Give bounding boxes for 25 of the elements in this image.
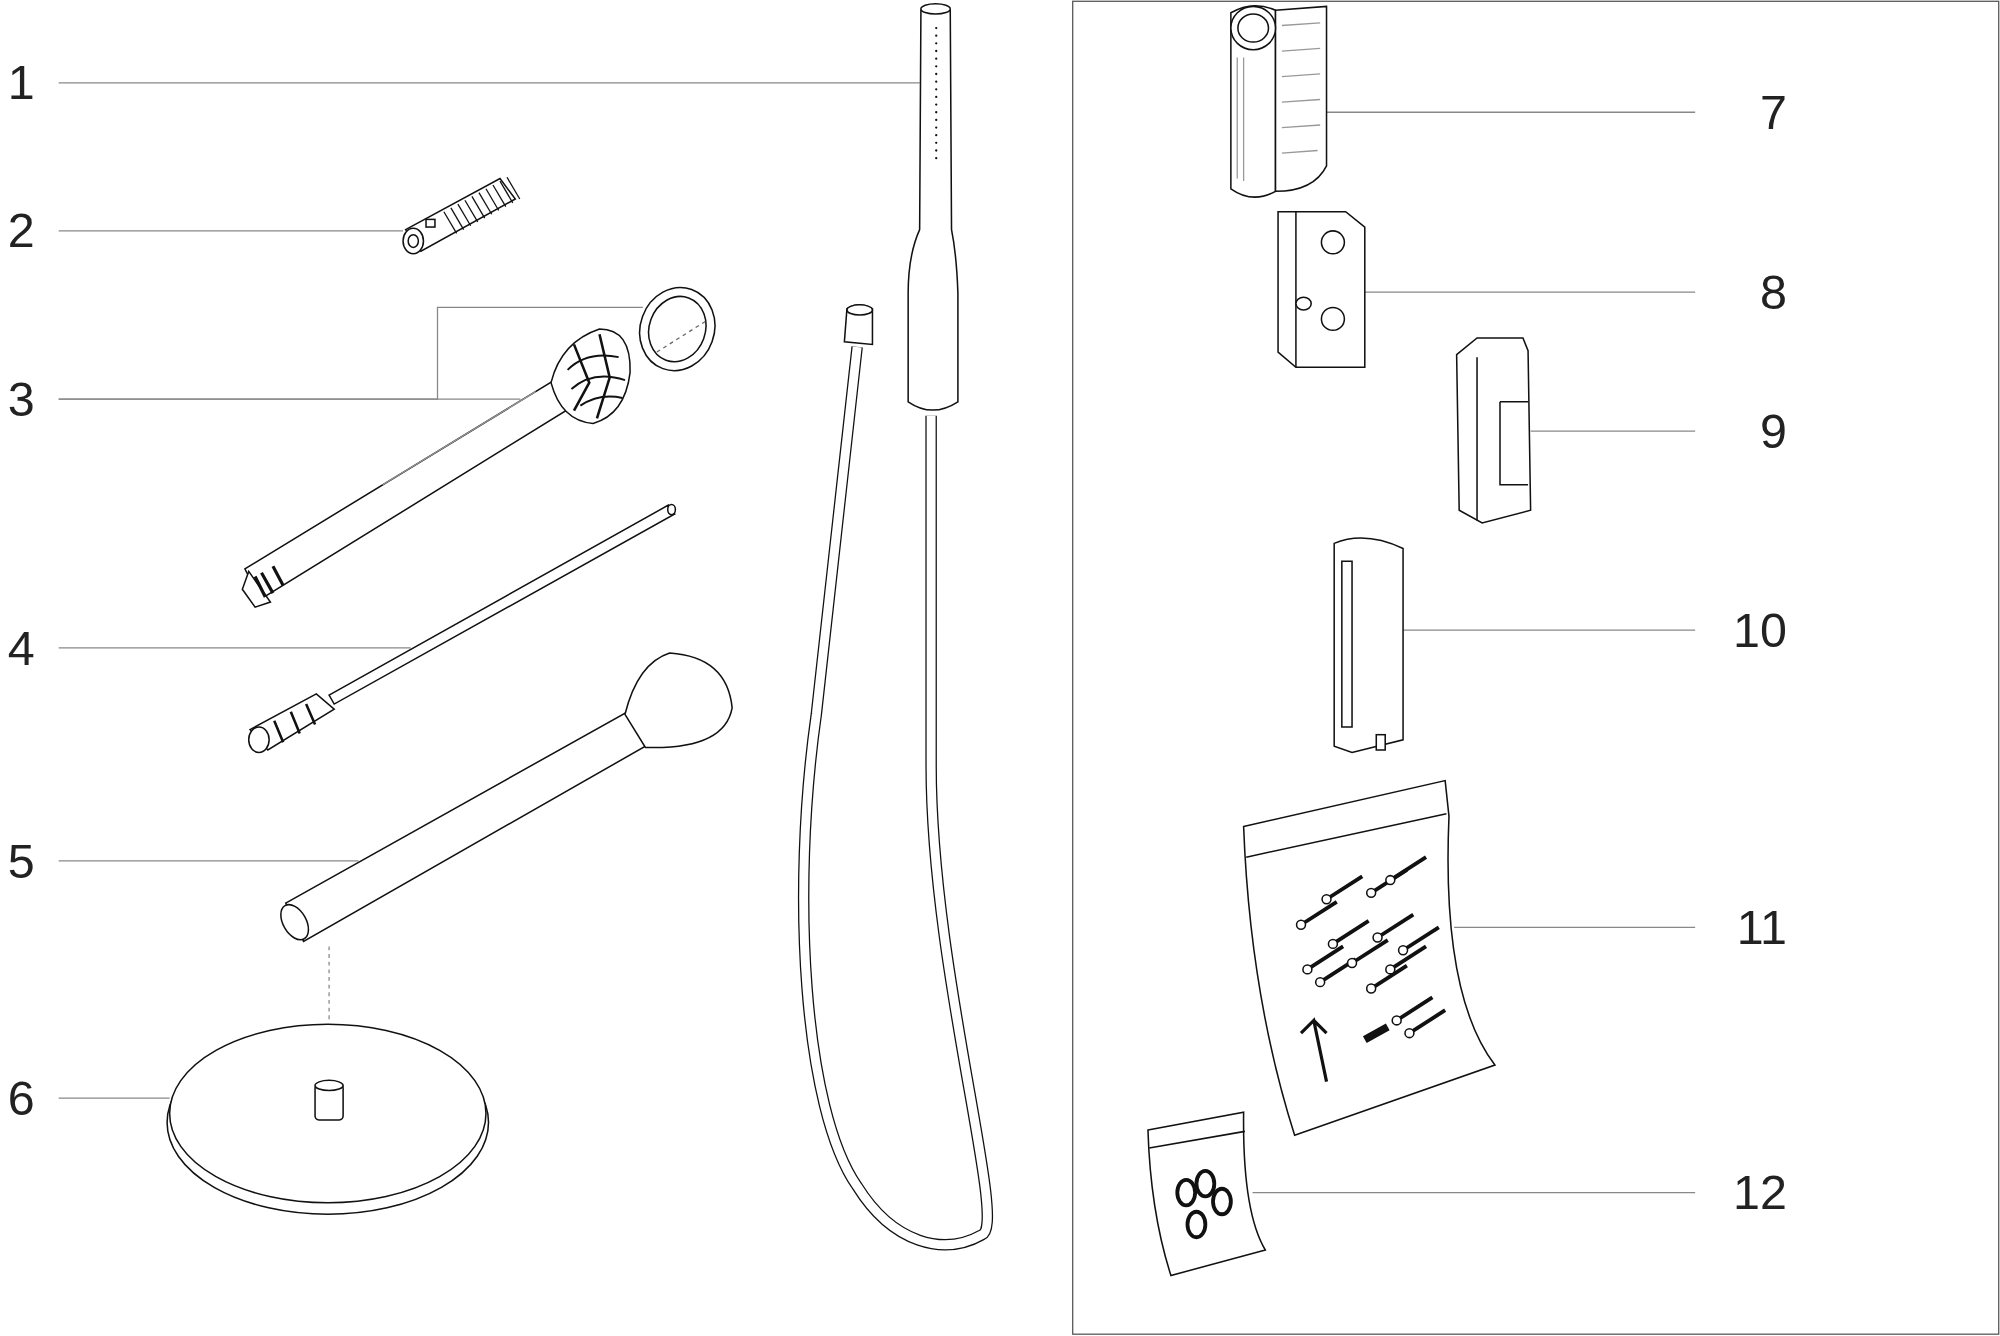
callout-number: 6 <box>0 1070 59 1127</box>
leader-line <box>58 860 360 862</box>
assembly-line <box>328 945 330 1022</box>
callout-number: 1 <box>0 54 59 111</box>
leader-line <box>58 1097 171 1099</box>
clip-drawing <box>1454 334 1534 526</box>
leader-line <box>58 306 644 400</box>
callout-number: 7 <box>1695 74 1787 151</box>
leader-line <box>1529 430 1696 432</box>
leader-line <box>1453 926 1696 928</box>
leader-line <box>58 647 412 649</box>
callout-number: 2 <box>0 202 59 259</box>
callout-number: 10 <box>1695 591 1787 669</box>
leader-line <box>58 82 921 84</box>
callout-number: 8 <box>1695 253 1787 331</box>
callout-number: 9 <box>1695 392 1787 470</box>
callout-number: 11 <box>1695 889 1787 966</box>
callout-number: 5 <box>0 832 59 890</box>
screw-bag-drawing <box>1243 780 1499 1138</box>
callout-number: 4 <box>0 619 59 676</box>
callout-number: 12 <box>1695 1154 1787 1231</box>
leader-line <box>1364 291 1696 293</box>
callout-number: 3 <box>0 371 59 428</box>
leader-line <box>1251 1191 1696 1194</box>
leader-line <box>58 230 404 232</box>
